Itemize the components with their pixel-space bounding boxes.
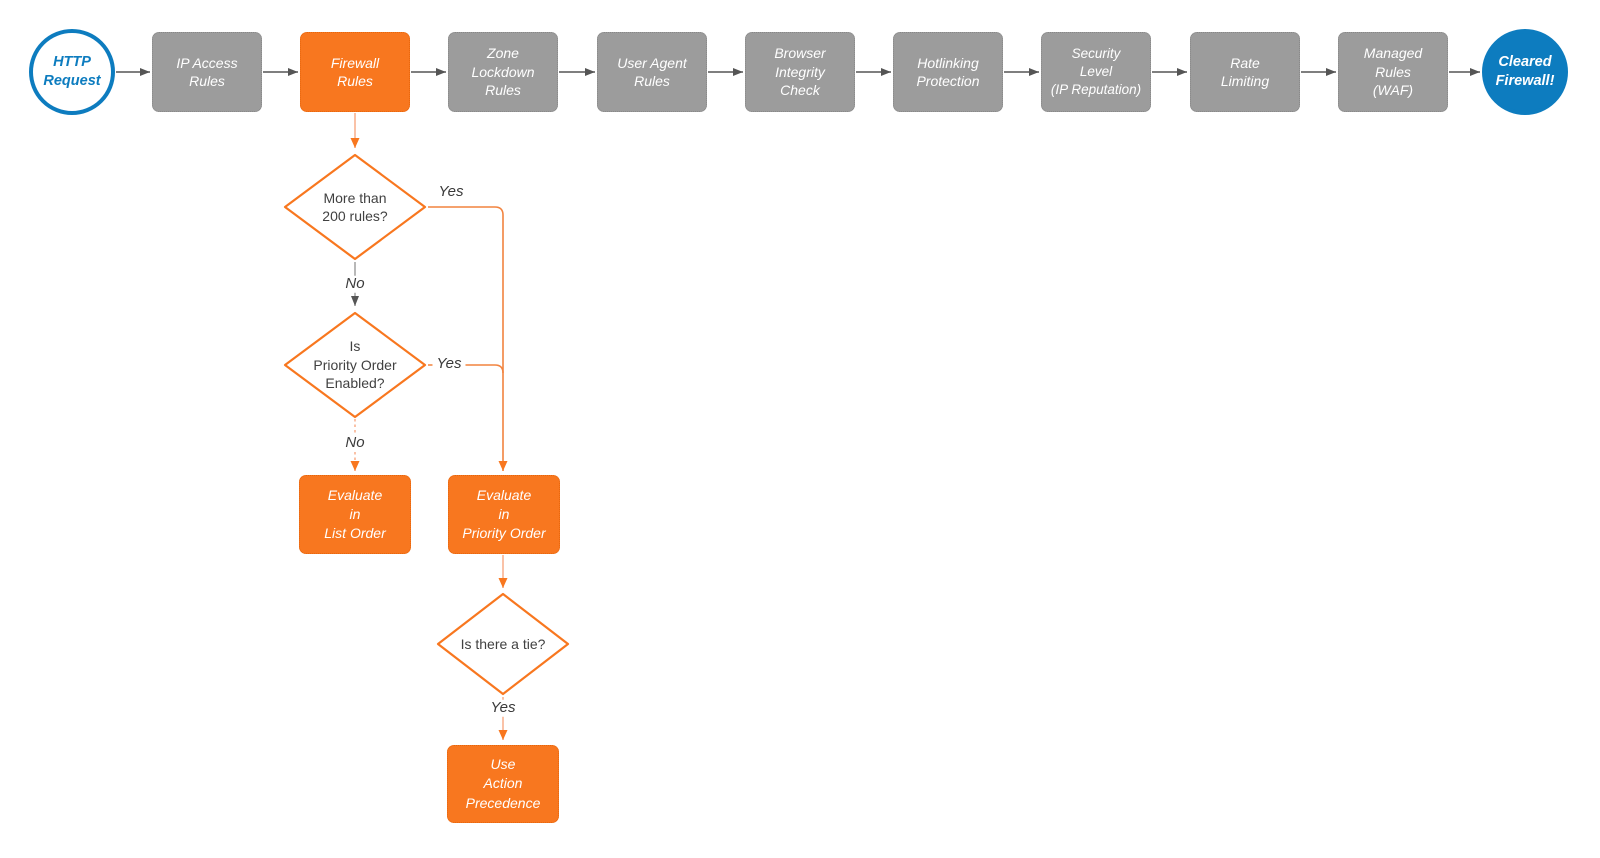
- start-node-http-request: HTTP Request: [29, 29, 115, 115]
- diamond-shape: [283, 311, 427, 419]
- decision-label: Is Priority Order Enabled?: [313, 338, 397, 392]
- stage-zone-lockdown-rules: Zone Lockdown Rules: [448, 32, 558, 112]
- edge-label-yes-more-rules: Yes: [434, 183, 468, 201]
- diamond-shape: [283, 153, 427, 261]
- action-evaluate-priority-order: Evaluate in Priority Order: [448, 475, 560, 554]
- decision-priority-order-enabled: Is Priority Order Enabled?: [283, 311, 427, 419]
- stage-rate-limiting: Rate Limiting: [1190, 32, 1300, 112]
- stage-ip-access-rules: IP Access Rules: [152, 32, 262, 112]
- edge-label-no-more-rules: No: [341, 275, 369, 293]
- edge-label-yes-tie: Yes: [486, 699, 520, 717]
- decision-label: Is there a tie?: [460, 635, 546, 652]
- arrow-yes-branch: [428, 206, 508, 471]
- action-evaluate-list-order: Evaluate in List Order: [299, 475, 411, 554]
- action-use-action-precedence: Use Action Precedence: [447, 745, 559, 823]
- stage-security-level: Security Level (IP Reputation): [1041, 32, 1151, 112]
- stage-firewall-rules: Firewall Rules: [300, 32, 410, 112]
- diamond-shape: [436, 592, 570, 696]
- stage-managed-rules-waf: Managed Rules (WAF): [1338, 32, 1448, 112]
- stage-browser-integrity-check: Browser Integrity Check: [745, 32, 855, 112]
- decision-label: More than 200 rules?: [322, 189, 388, 224]
- decision-is-there-a-tie: Is there a tie?: [436, 592, 570, 696]
- decision-more-than-200-rules: More than 200 rules?: [283, 153, 427, 261]
- stage-user-agent-rules: User Agent Rules: [597, 32, 707, 112]
- stage-hotlinking-protection: Hotlinking Protection: [893, 32, 1003, 112]
- edge-label-yes-priority: Yes: [432, 355, 466, 373]
- end-node-cleared-firewall: Cleared Firewall!: [1482, 29, 1568, 115]
- edge-label-no-priority: No: [341, 434, 369, 452]
- arrow-yes-merge: [428, 364, 504, 374]
